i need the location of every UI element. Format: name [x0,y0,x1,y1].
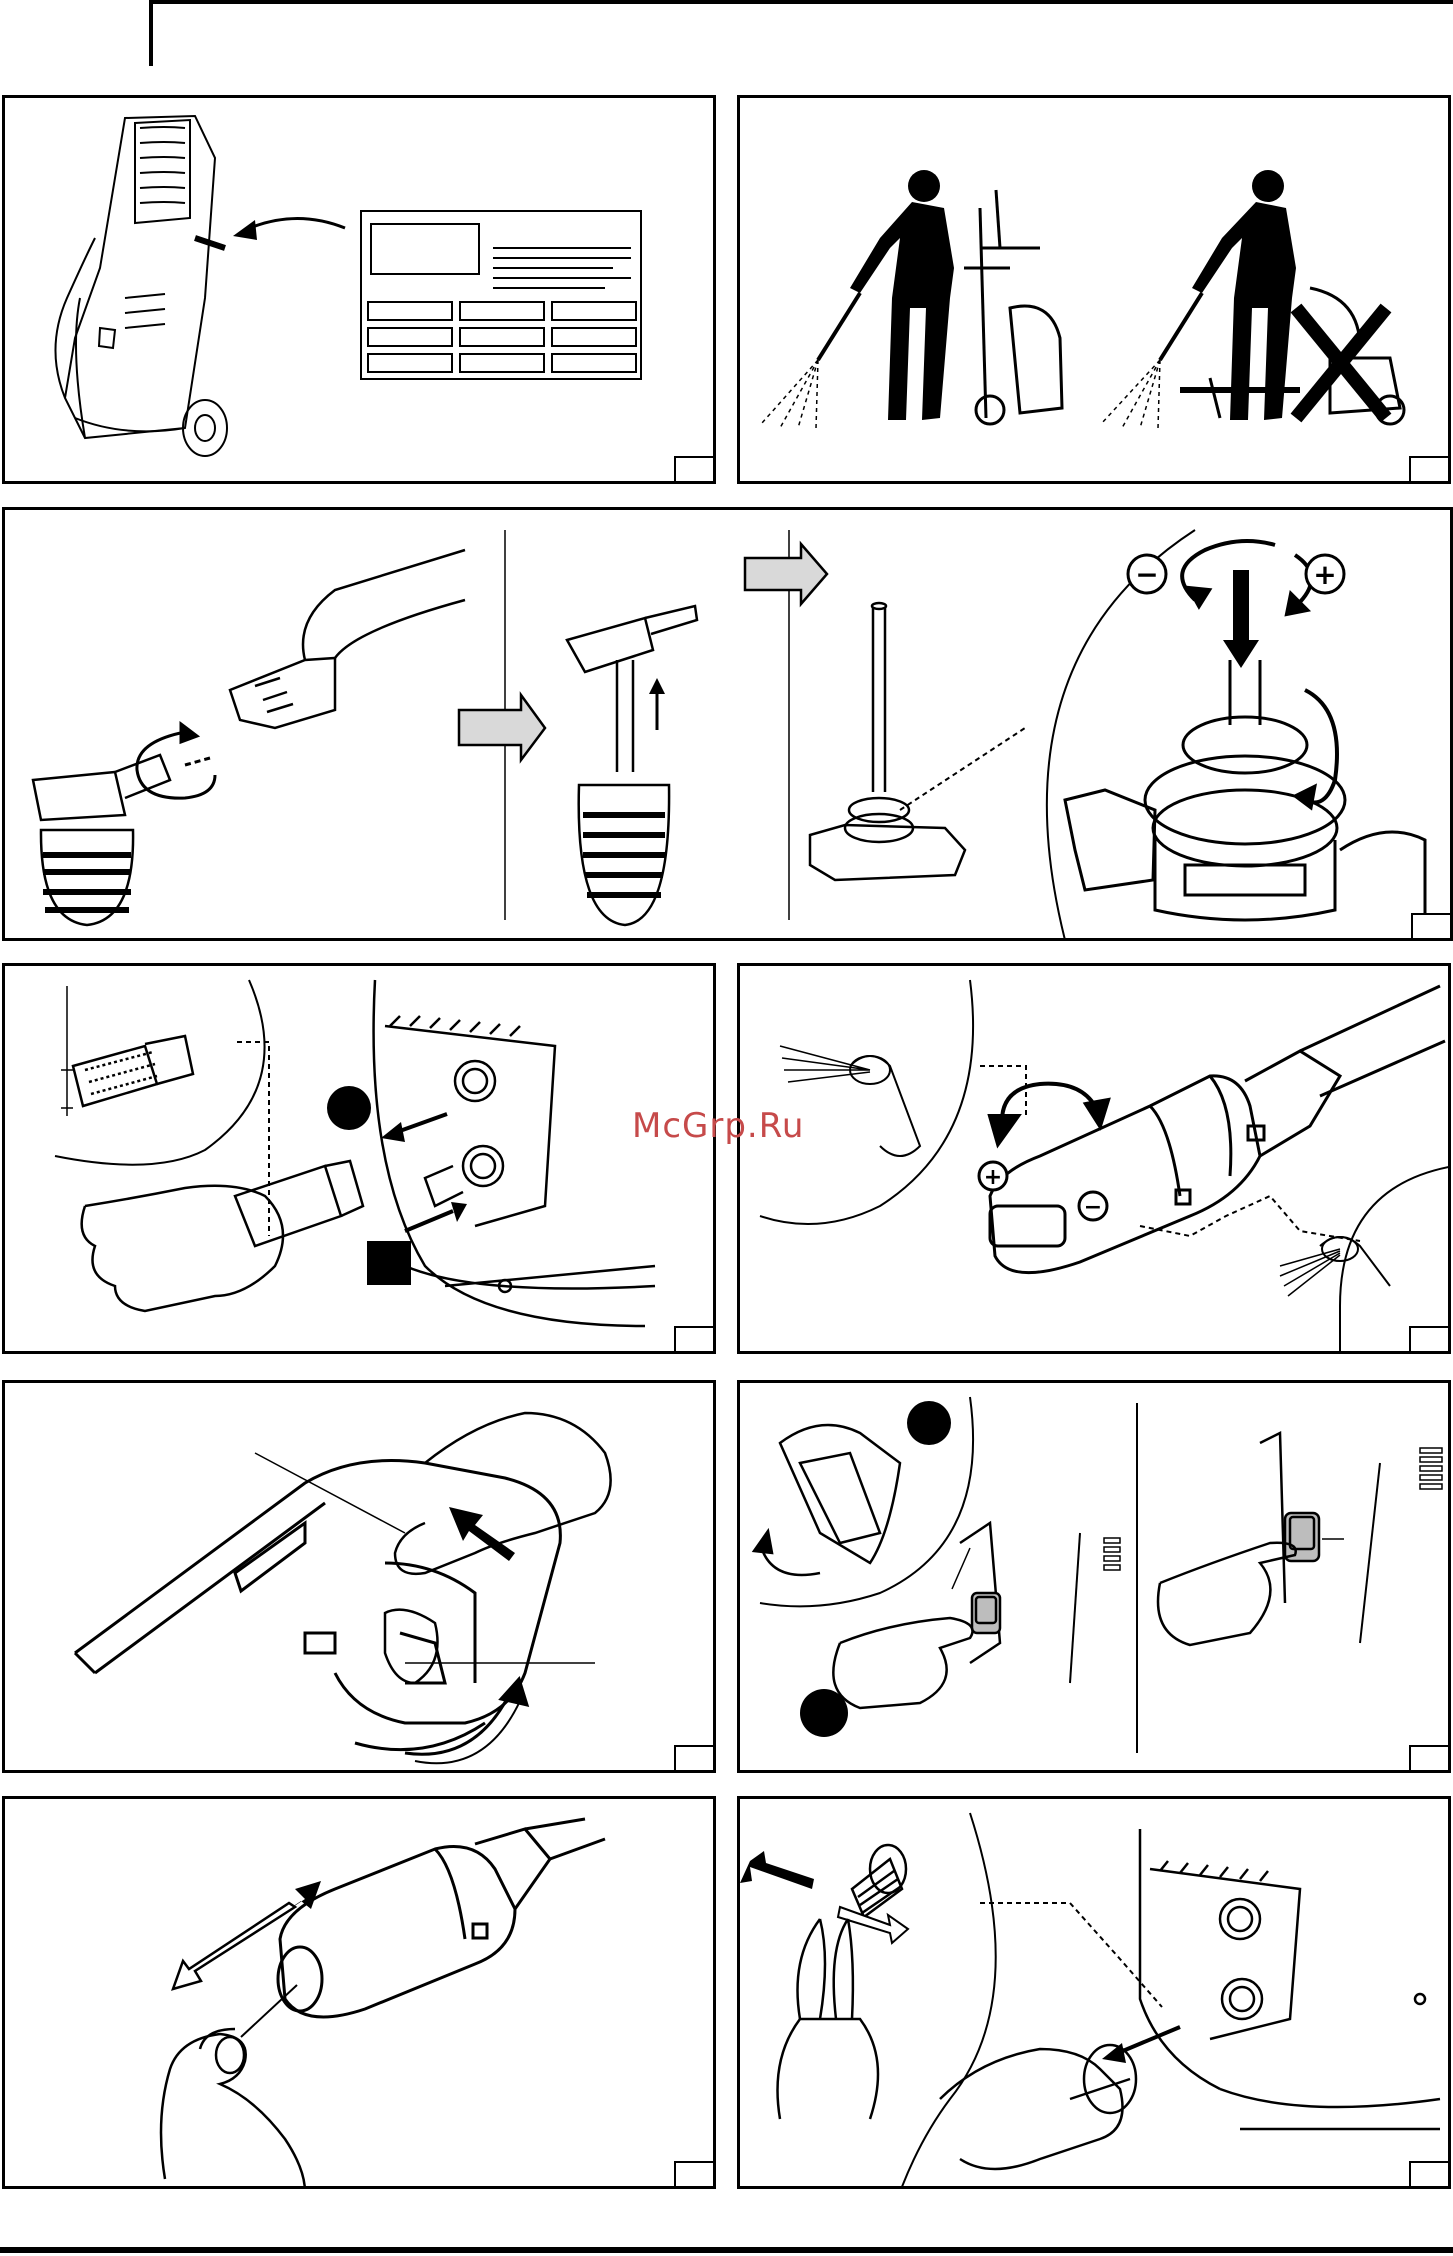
figure-number-box [674,1326,716,1354]
plus-symbol-icon: + [1306,555,1344,593]
panel-detergent-bottle: − + [2,507,1453,941]
step-marker-b [367,1241,411,1285]
outlet-fitting-icon [381,1114,467,1231]
footer-rule [0,2247,1453,2253]
nozzle-icon [278,1819,605,2017]
inlet-filter-illustration [5,966,716,1354]
pointer-arrow-icon [233,218,345,240]
press-arrow-icon [449,1507,515,1561]
needle-icon [241,1985,297,2037]
person-spraying-icon [762,170,954,428]
panel-posture [737,95,1451,484]
press-arrow-icon [1223,570,1259,668]
finger-icon [833,1618,972,1708]
figure-number-box [1411,913,1453,941]
detergent-bottle-icon [567,606,697,925]
switch-icon [960,1523,1000,1663]
filter-removal-illustration [740,1799,1451,2189]
pressure-washer-illustration [5,98,716,484]
svg-text:−: − [1135,558,1158,591]
pliers-icon [778,1919,879,2119]
figure-number-box [1409,456,1451,484]
panel-nameplate [2,95,716,484]
svg-text:+: + [984,1165,1002,1190]
watermark: McGrp.Ru [632,1106,804,1146]
step-marker-a [907,1401,951,1445]
detergent-bottle-illustration: − + [5,510,1453,941]
figure-number-box [1409,1326,1451,1354]
hand-icon [161,2029,305,2189]
figure-number-box [1409,2161,1451,2189]
rating-plate-icon [361,211,641,379]
spray-gun-icon [780,1425,900,1563]
hand-icon [82,1161,363,1311]
panel-inlet-filter [2,963,716,1354]
panel-trigger-lock [2,1380,716,1773]
detergent-bottle-icon [33,755,170,925]
spray-gun-icon [75,1461,560,1750]
figure-number-box [1409,1745,1451,1773]
power-switch-illustration [740,1383,1451,1773]
nozzle-cleaning-illustration [5,1799,716,2189]
lift-arrow-icon [649,678,665,730]
posture-illustration [740,98,1451,484]
header-rule-vertical [149,0,153,66]
finger-icon [1158,1543,1296,1645]
plus-symbol-icon: + [979,1162,1007,1190]
hose-connector-icon [73,1036,193,1106]
hand-icon [940,2045,1136,2169]
prohibited-cross-icon [1296,308,1386,418]
figure-number-box [674,1745,716,1773]
figure-number-box [674,2161,716,2189]
svg-text:−: − [1084,1195,1102,1220]
adjust-ring-icon [1065,660,1425,920]
nozzle-adjust-illustration: + − [740,966,1451,1354]
panel-nozzle-cleaning [2,1796,716,2189]
minus-symbol-icon: − [1128,555,1166,593]
panel-nozzle-adjust: + − [737,963,1451,1354]
rotate-arrow-icon [990,1084,1108,1144]
figure-number-box [674,456,716,484]
panel-power-switch [737,1380,1451,1773]
double-arrow-icon [173,1881,321,1989]
nozzle-icon [990,986,1445,1273]
curved-arrow-icon [405,1679,527,1763]
spray-jet-icon [1280,1237,1390,1296]
panel-filter-removal [737,1796,1451,2189]
curved-arrow-icon [754,1531,820,1575]
minus-symbol-icon: − [1079,1192,1107,1220]
rotate-arrow-icon [137,724,215,798]
svg-text:+: + [1313,558,1336,591]
filter-icon [852,1845,906,1917]
trigger-lock-illustration [5,1383,716,1773]
step-marker-a [327,1086,371,1130]
outlet-fitting-icon [1140,1829,1440,2129]
header-rule [150,0,1453,4]
